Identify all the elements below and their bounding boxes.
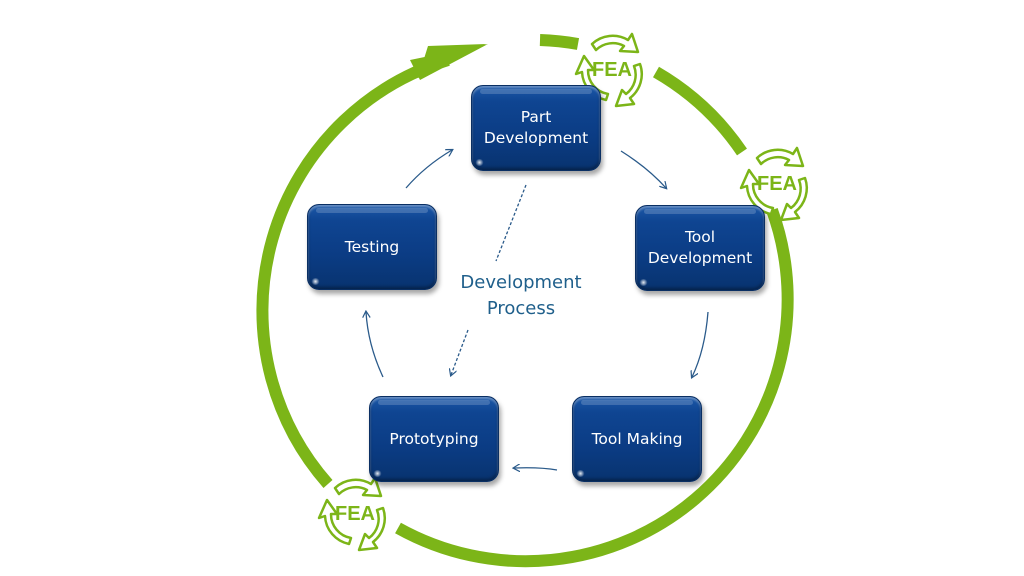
step-testing: Testing — [307, 204, 437, 290]
dashed-arrow-to-proto — [451, 329, 469, 375]
ring-arc-upper-right — [652, 66, 747, 156]
step-prototyping: Prototyping — [369, 396, 499, 482]
arrow-part-to-tooldev — [620, 150, 666, 188]
fea-label: FEA — [335, 502, 375, 525]
ring-arc-top — [539, 34, 580, 50]
fea-label: FEA — [757, 172, 797, 195]
step-label: Part Development — [483, 108, 589, 147]
step-part-development: Part Development — [471, 85, 601, 171]
cycle-arrows-icon — [739, 146, 808, 222]
ring-arc-left — [256, 54, 450, 488]
step-label: Tool Development — [647, 228, 753, 267]
step-tool-making: Tool Making — [572, 396, 702, 482]
step-label: Prototyping — [389, 429, 479, 448]
outer-cycle-ring — [256, 34, 794, 568]
cycle-arrows-icon — [317, 476, 386, 552]
arrow-proto-to-testing — [366, 312, 384, 378]
ring-arc-right — [395, 207, 794, 568]
fea-badge: FEA — [731, 138, 823, 230]
arrow-toolmaking-to-proto — [514, 468, 558, 470]
arrow-testing-to-part — [405, 150, 452, 189]
flow-arrows — [366, 150, 709, 470]
center-label: Development Process — [460, 272, 582, 319]
fea-label: FEA — [592, 58, 632, 81]
ring-arrowhead-tip — [410, 44, 488, 80]
step-tool-development: Tool Development — [635, 205, 765, 291]
fea-badge: FEA — [309, 468, 401, 560]
dashed-part-segment — [495, 184, 527, 262]
arrow-tooldev-to-toolmaking — [692, 311, 709, 377]
step-label: Tool Making — [591, 429, 683, 448]
step-label: Testing — [344, 237, 400, 256]
